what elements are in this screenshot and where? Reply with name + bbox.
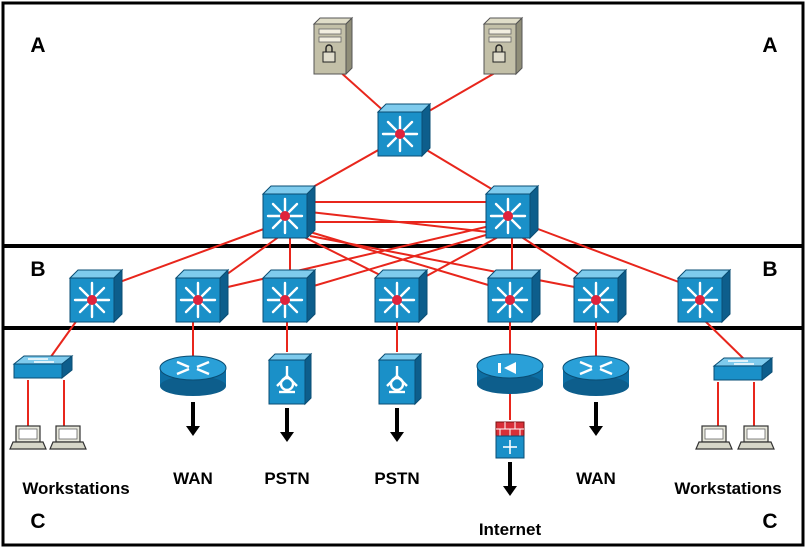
secure-server-icon xyxy=(313,17,353,75)
multilayer-switch-icon xyxy=(676,268,732,324)
caption-workstations-right: Workstations xyxy=(674,479,781,498)
link-distleft-acc1 xyxy=(97,225,273,291)
zone-label-b-right: B xyxy=(762,258,777,281)
secure-server-icon xyxy=(483,17,523,75)
link-acc7-wgsw xyxy=(701,317,746,361)
link-acc1-wgsw xyxy=(49,315,81,359)
caption-pstn-2: PSTN xyxy=(374,469,419,488)
caption-wan-right: WAN xyxy=(576,469,616,488)
multilayer-switch-icon xyxy=(373,268,429,324)
link-distright-acc2 xyxy=(214,225,491,291)
down-arrow-icon xyxy=(278,406,296,444)
multilayer-switch-icon xyxy=(261,184,317,240)
link-distright-acc7 xyxy=(529,225,701,291)
multilayer-switch-icon xyxy=(572,268,628,324)
voice-gateway-icon xyxy=(267,352,313,406)
caption-workstations-left: Workstations xyxy=(22,479,129,498)
link-dist-cross xyxy=(309,211,489,233)
zone-label-a-left: A xyxy=(30,34,45,57)
multilayer-switch-icon xyxy=(174,268,230,324)
multilayer-switch-icon xyxy=(261,268,317,324)
laptop-icon xyxy=(695,425,733,450)
laptop-icon xyxy=(49,425,87,450)
voice-gateway-icon xyxy=(377,352,423,406)
laptop-icon xyxy=(737,425,775,450)
multilayer-switch-icon xyxy=(376,102,432,158)
caption-pstn-1: PSTN xyxy=(264,469,309,488)
caption-internet: Internet xyxy=(479,520,542,539)
content-switch-icon xyxy=(476,353,544,394)
zone-label-c-right: C xyxy=(762,510,777,533)
zone-label-b-left: B xyxy=(30,258,45,281)
down-arrow-icon xyxy=(388,406,406,444)
link-distright-acc3 xyxy=(299,231,497,291)
down-arrow-icon xyxy=(587,400,605,438)
down-arrow-icon xyxy=(184,400,202,438)
multilayer-switch-icon xyxy=(68,268,124,324)
zone-label-c-left: C xyxy=(30,510,45,533)
multilayer-switch-icon xyxy=(486,268,542,324)
workgroup-switch-icon xyxy=(713,357,773,381)
workgroup-switch-icon xyxy=(13,355,73,379)
down-arrow-icon xyxy=(501,460,519,498)
firewall-icon xyxy=(495,421,525,459)
router-icon xyxy=(561,354,631,398)
caption-wan-left: WAN xyxy=(173,469,213,488)
zone-label-a-right: A xyxy=(762,34,777,57)
multilayer-switch-icon xyxy=(484,184,540,240)
router-icon xyxy=(158,354,228,398)
laptop-icon xyxy=(9,425,47,450)
